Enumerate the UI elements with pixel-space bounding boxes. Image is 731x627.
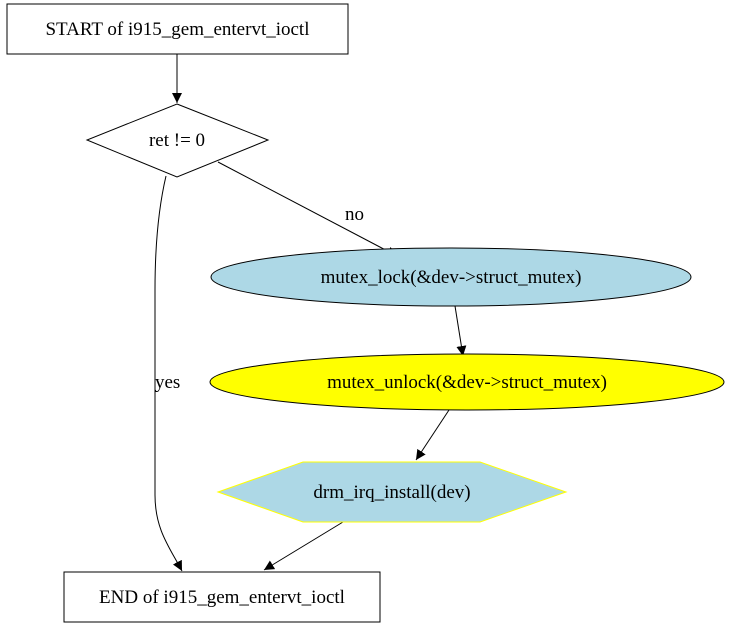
edge-label-no: no (345, 204, 364, 225)
node-irq-hexagon (216, 461, 568, 523)
node-start-label: START of i915_gem_entervt_ioctl (45, 19, 309, 40)
edge-lock-to-unlock (454, 305, 467, 357)
node-start: START of i915_gem_entervt_ioctl (6, 3, 349, 55)
edge-decision-yes: yes (154, 175, 183, 572)
node-end: END of i915_gem_entervt_ioctl (63, 571, 381, 623)
node-unlock-ellipse (209, 353, 725, 411)
edge-decision-no: no (217, 161, 398, 257)
node-decision-label: ret != 0 (149, 130, 205, 151)
node-irq-label: drm_irq_install(dev) (313, 482, 470, 503)
edge-irq-to-end (263, 521, 344, 571)
node-unlock: mutex_unlock(&dev->struct_mutex) (209, 353, 725, 411)
edge-label-yes: yes (155, 372, 180, 393)
node-irq: drm_irq_install(dev) (216, 461, 568, 523)
edge-unlock-to-irq (415, 409, 450, 461)
node-lock-ellipse (210, 247, 692, 307)
node-lock: mutex_lock(&dev->struct_mutex) (210, 247, 692, 307)
node-start-box (6, 3, 349, 55)
node-lock-label: mutex_lock(&dev->struct_mutex) (321, 267, 582, 288)
node-end-box (63, 571, 381, 623)
node-end-label: END of i915_gem_entervt_ioctl (99, 587, 345, 608)
node-decision-diamond (85, 103, 270, 178)
node-unlock-label: mutex_unlock(&dev->struct_mutex) (327, 372, 607, 393)
node-decision: ret != 0 (85, 103, 270, 178)
